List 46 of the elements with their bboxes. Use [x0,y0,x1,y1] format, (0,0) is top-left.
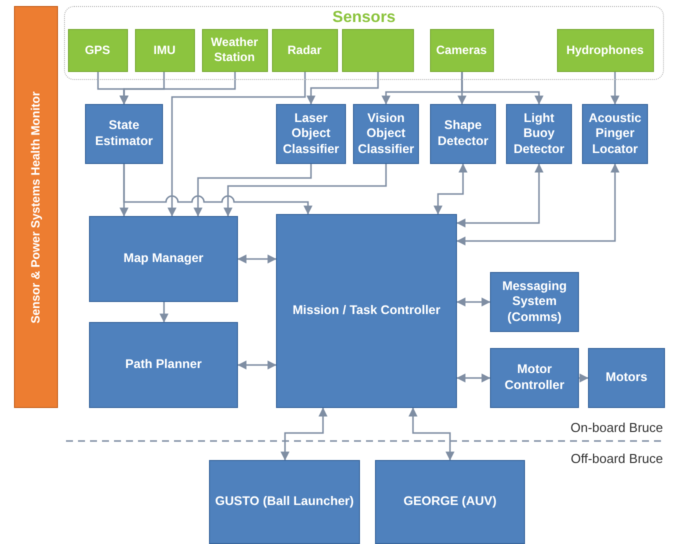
vertical-title: Sensor & Power Systems Health Monitor [28,90,44,324]
connector-arrow [434,163,468,215]
sensor-box: Cameras [430,28,494,72]
group-title: Sensors [331,8,397,28]
process-box: Light Buoy Detector [506,104,572,164]
process-box: GEORGE (AUV) [375,460,525,544]
zone-label: On-board Bruce [570,420,663,435]
connector-arrow [579,374,589,382]
sensors-group [64,6,664,80]
connector-arrow [456,298,491,306]
process-box: Map Manager [89,216,238,302]
connector-arrow [456,163,544,228]
process-box: Motors [588,348,665,408]
process-box: Vision Object Classifier [353,104,419,164]
connector-arrow [160,302,168,323]
connector-arrow [237,360,277,370]
process-box: State Estimator [85,104,163,164]
sensor-box: Radar [272,28,338,72]
zone-label: Off-board Bruce [570,451,663,466]
health-monitor-bar [14,6,58,408]
connector-arrow [456,163,620,246]
connector-arrow [123,164,312,215]
connector-arrow [280,407,328,461]
process-box: Acoustic Pinger Locator [582,104,648,164]
connector-arrow [224,164,387,217]
sensor-box: GPS [68,28,128,72]
process-box: Messaging System (Comms) [490,272,579,332]
sensor-box: Hydrophones [556,28,654,72]
connector-arrow [237,254,277,264]
process-box: Path Planner [89,322,238,408]
process-box: Motor Controller [490,348,579,408]
connector-arrow [194,164,312,217]
connector-arrow [408,407,454,461]
sensor-box [342,28,414,72]
connector-arrow [168,72,306,217]
process-box: Shape Detector [430,104,496,164]
connector-arrow [610,72,620,105]
process-box: GUSTO (Ball Launcher) [209,460,360,544]
connector-arrow [120,72,236,105]
sensor-box: IMU [134,28,194,72]
process-box: Mission / Task Controller [276,214,457,408]
sensor-box: Weather Station [202,28,268,72]
process-box: Laser Object Classifier [276,104,346,164]
connector-arrow [306,72,379,105]
connector-arrow [461,72,544,105]
connector-arrow [456,374,491,382]
